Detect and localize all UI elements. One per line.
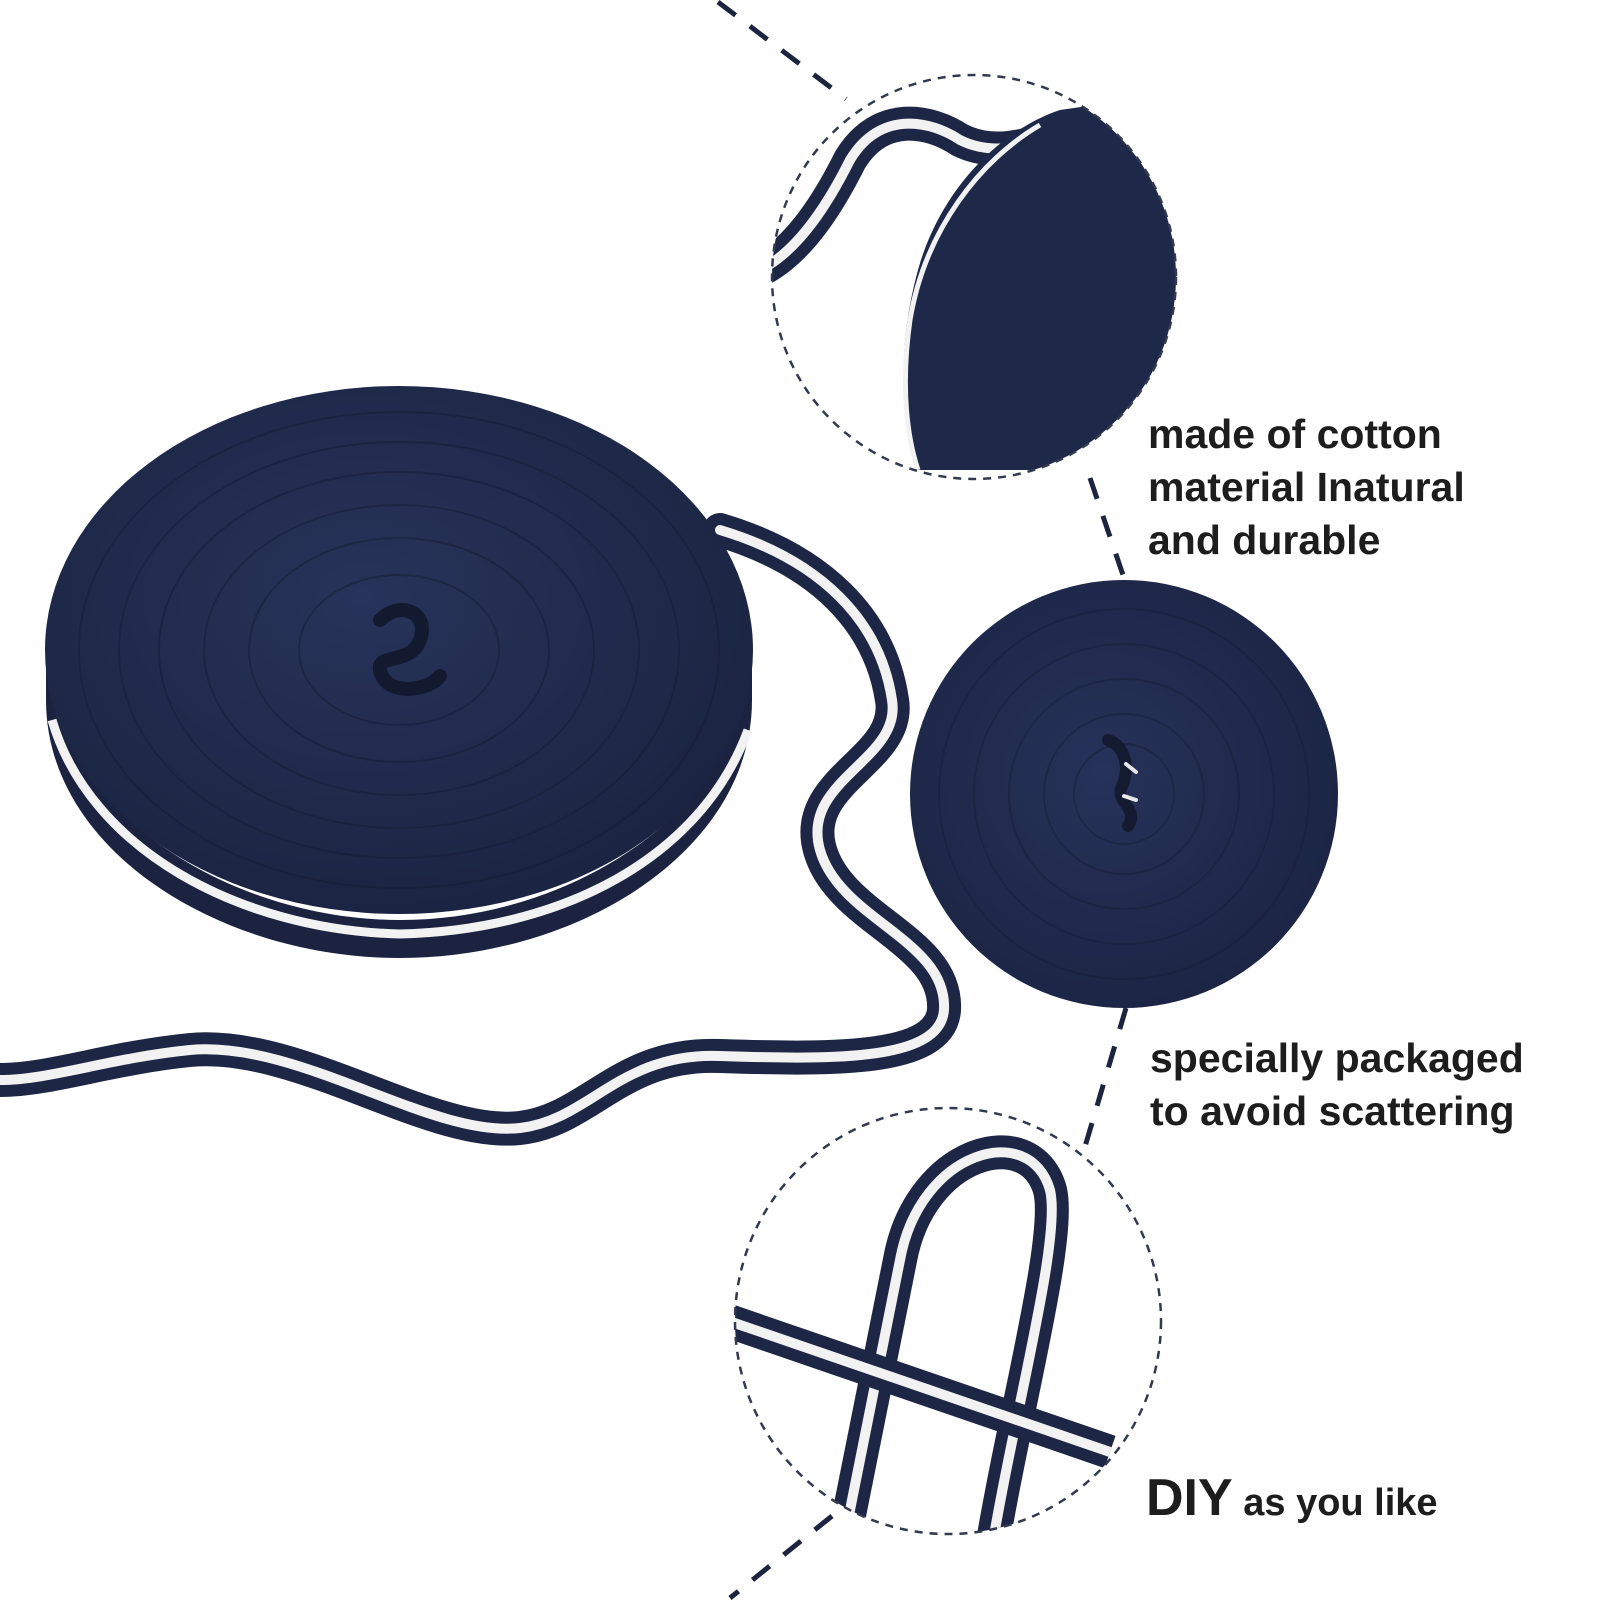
- caption-line: material Inatural: [1148, 464, 1465, 510]
- caption-line: to avoid scattering: [1150, 1088, 1515, 1134]
- roll-edge-stripe: [47, 718, 753, 939]
- roll-edge: [46, 650, 752, 958]
- roll-center-loop: [372, 603, 447, 696]
- caption-diy: DIY as you like: [1146, 1468, 1438, 1541]
- main-roll: [45, 386, 753, 958]
- dash-segment-upper-mid: [1087, 477, 1127, 579]
- caption-diy-rest: as you like: [1232, 1482, 1438, 1524]
- detail-circle-texture: [770, 73, 1178, 481]
- loose-ribbon: [0, 513, 961, 1146]
- caption-line: made of cotton: [1148, 411, 1442, 457]
- dash-segment-lower-mid: [1081, 1007, 1129, 1151]
- caption-line: and durable: [1148, 517, 1381, 563]
- caption-cotton-material: made of cotton material Inatural and dur…: [1148, 408, 1465, 567]
- caption-diy-strong: DIY: [1146, 1469, 1233, 1527]
- caption-line: specially packaged: [1150, 1035, 1524, 1081]
- roll-segment-closeup: [903, 90, 1176, 470]
- detail-circle-roll: [910, 580, 1338, 1008]
- dash-segment-bottom: [728, 1514, 834, 1600]
- connector-dashed-arc: [716, 0, 1129, 1600]
- caption-packaging: specially packaged to avoid scattering: [1150, 1032, 1524, 1138]
- dash-segment-top: [716, 0, 848, 101]
- detail-circle-diy: [733, 1106, 1163, 1536]
